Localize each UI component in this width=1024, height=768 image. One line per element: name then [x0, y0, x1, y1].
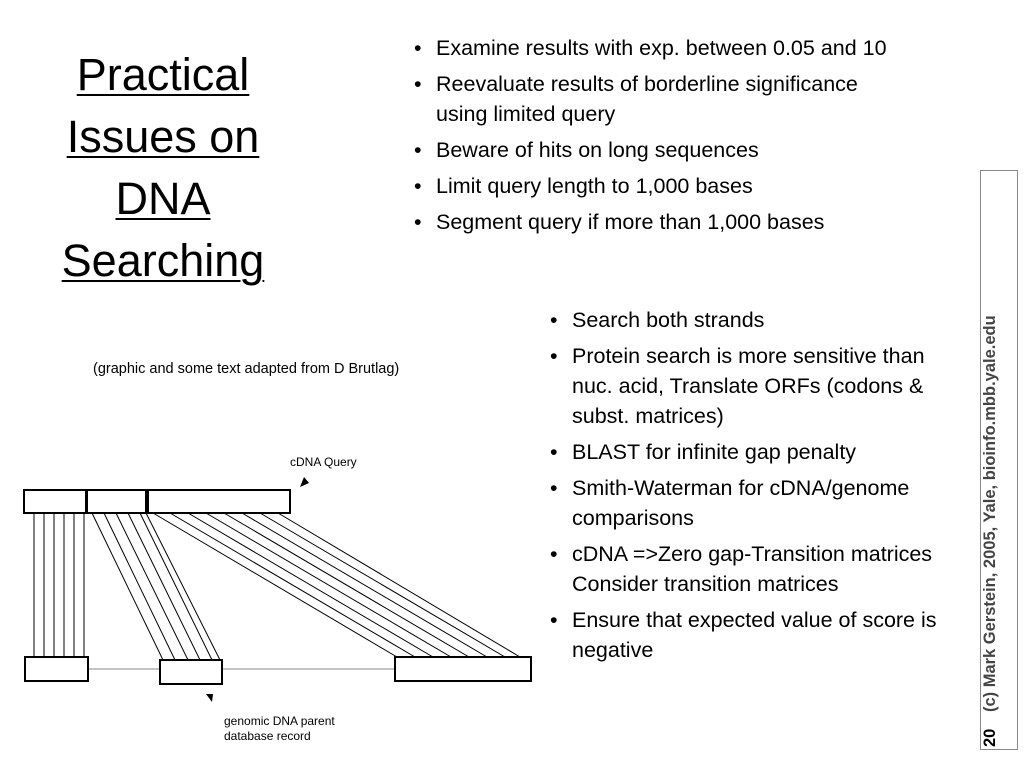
- bullet-item: Search both strands: [546, 305, 946, 335]
- cdna-query-label: cDNA Query: [290, 455, 357, 469]
- footer-box: [980, 170, 1018, 750]
- genomic-dna-label-2: database record: [224, 729, 311, 743]
- alignment-lines: [33, 512, 521, 661]
- copyright-text: (c) Mark Gerstein, 2005, Yale, bioinfo.m…: [981, 315, 999, 713]
- title-line-4: Searching: [61, 235, 265, 286]
- bullet-item: Protein search is more sensitive than nu…: [546, 341, 946, 431]
- bullet-item: Reevaluate results of borderline signifi…: [410, 69, 910, 129]
- right-bullet-list: Search both strands Protein search is mo…: [546, 305, 946, 671]
- title-line-2: Issues on: [66, 111, 260, 162]
- bullet-item: cDNA =>Zero gap-Transition matrices Cons…: [546, 539, 946, 599]
- slide-number: 20: [981, 728, 999, 747]
- bullet-item: Beware of hits on long sequences: [410, 135, 910, 165]
- genomic-dna-label: genomic DNA parent: [224, 714, 335, 728]
- cdna-query-bar: [23, 489, 291, 514]
- genomic-pointer-icon: [206, 694, 213, 702]
- alignment-diagram: cDNA Query genomic DNA parent database r…: [23, 455, 532, 743]
- title-line-3: DNA: [115, 173, 211, 224]
- footer-vertical: 20 (c) Mark Gerstein, 2005, Yale, bioinf…: [981, 171, 1000, 747]
- top-bullet-list: Examine results with exp. between 0.05 a…: [410, 33, 910, 243]
- genomic-dna-bar: [24, 656, 532, 685]
- bullet-item: Limit query length to 1,000 bases: [410, 171, 910, 201]
- bullet-item: BLAST for infinite gap penalty: [546, 437, 946, 467]
- title-line-1: Practical: [76, 49, 250, 100]
- slide-title: Practical Issues on DNA Searching: [28, 44, 298, 292]
- bullet-item: Ensure that expected value of score is n…: [546, 605, 946, 665]
- bullet-item: Segment query if more than 1,000 bases: [410, 207, 910, 237]
- source-credit: (graphic and some text adapted from D Br…: [93, 361, 400, 377]
- bullet-item: Examine results with exp. between 0.05 a…: [410, 33, 910, 63]
- query-pointer-icon: [300, 477, 309, 487]
- bullet-item: Smith-Waterman for cDNA/genome compariso…: [546, 473, 946, 533]
